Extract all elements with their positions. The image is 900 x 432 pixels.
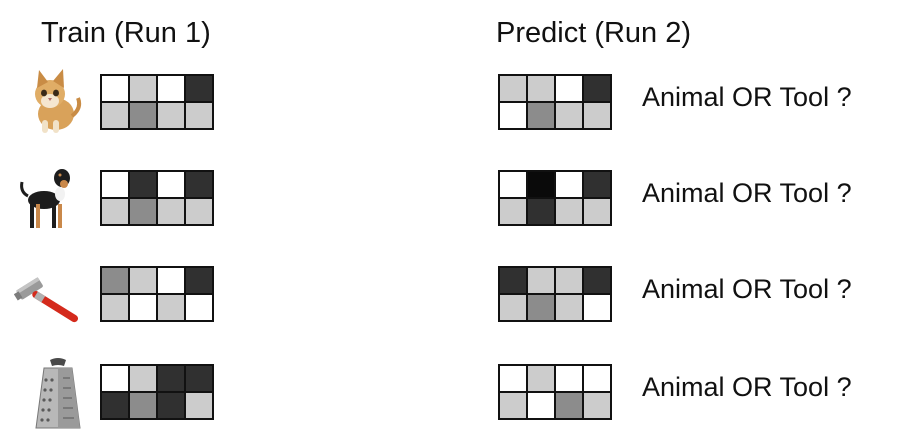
- pattern-cell: [158, 103, 184, 128]
- pattern-cell: [528, 366, 554, 391]
- train-pattern-2: [100, 170, 214, 226]
- pattern-cell: [158, 268, 184, 293]
- pattern-cell: [556, 199, 582, 224]
- pattern-cell: [528, 268, 554, 293]
- pattern-cell: [130, 199, 156, 224]
- pattern-cell: [186, 295, 212, 320]
- pattern-cell: [528, 295, 554, 320]
- cat-image: [35, 69, 82, 133]
- pattern-cell: [556, 103, 582, 128]
- pattern-cell: [500, 103, 526, 128]
- pattern-cell: [102, 172, 128, 197]
- pattern-cell: [528, 172, 554, 197]
- pattern-cell: [528, 76, 554, 101]
- pattern-cell: [130, 76, 156, 101]
- pattern-cell: [186, 76, 212, 101]
- question-label-3: Animal OR Tool ?: [642, 274, 852, 304]
- pattern-cell: [528, 103, 554, 128]
- pattern-cell: [584, 295, 610, 320]
- pattern-cell: [158, 366, 184, 391]
- predict-heading: Predict (Run 2): [496, 17, 692, 49]
- pattern-cell: [158, 199, 184, 224]
- predict-pattern-3: [498, 266, 612, 322]
- train-heading: Train (Run 1): [41, 17, 211, 49]
- pattern-cell: [500, 393, 526, 418]
- pattern-cell: [528, 393, 554, 418]
- pattern-cell: [500, 172, 526, 197]
- pattern-cell: [186, 393, 212, 418]
- question-label-4: Animal OR Tool ?: [642, 372, 852, 402]
- pattern-cell: [102, 295, 128, 320]
- pattern-cell: [130, 366, 156, 391]
- pattern-cell: [584, 103, 610, 128]
- pattern-cell: [584, 199, 610, 224]
- pattern-cell: [556, 172, 582, 197]
- pattern-cell: [584, 76, 610, 101]
- predict-pattern-4: [498, 364, 612, 420]
- pattern-cell: [158, 172, 184, 197]
- pattern-cell: [584, 172, 610, 197]
- pattern-cell: [186, 172, 212, 197]
- pattern-cell: [158, 76, 184, 101]
- pattern-cell: [528, 199, 554, 224]
- pattern-cell: [500, 199, 526, 224]
- pattern-cell: [102, 393, 128, 418]
- pattern-cell: [102, 76, 128, 101]
- pattern-cell: [130, 393, 156, 418]
- pattern-cell: [130, 172, 156, 197]
- pattern-cell: [556, 268, 582, 293]
- pattern-cell: [556, 393, 582, 418]
- pattern-cell: [500, 366, 526, 391]
- pattern-cell: [186, 103, 212, 128]
- pattern-cell: [500, 76, 526, 101]
- pattern-cell: [158, 393, 184, 418]
- pattern-cell: [556, 366, 582, 391]
- pattern-cell: [584, 393, 610, 418]
- pattern-cell: [130, 295, 156, 320]
- pattern-cell: [102, 268, 128, 293]
- pattern-cell: [500, 268, 526, 293]
- question-label-1: Animal OR Tool ?: [642, 82, 852, 112]
- grater-image: [35, 358, 81, 429]
- pattern-cell: [186, 268, 212, 293]
- pattern-cell: [130, 103, 156, 128]
- pattern-cell: [584, 366, 610, 391]
- pattern-cell: [102, 103, 128, 128]
- question-label-2: Animal OR Tool ?: [642, 178, 852, 208]
- predict-pattern-2: [498, 170, 612, 226]
- train-pattern-1: [100, 74, 214, 130]
- train-pattern-3: [100, 266, 214, 322]
- pattern-cell: [186, 366, 212, 391]
- hammer-image: [14, 277, 78, 323]
- pattern-cell: [186, 199, 212, 224]
- dog-image: [20, 169, 70, 228]
- pattern-cell: [584, 268, 610, 293]
- pattern-cell: [556, 295, 582, 320]
- pattern-cell: [102, 366, 128, 391]
- predict-pattern-1: [498, 74, 612, 130]
- pattern-cell: [556, 76, 582, 101]
- pattern-cell: [130, 268, 156, 293]
- pattern-cell: [102, 199, 128, 224]
- train-pattern-4: [100, 364, 214, 420]
- pattern-cell: [500, 295, 526, 320]
- pattern-cell: [158, 295, 184, 320]
